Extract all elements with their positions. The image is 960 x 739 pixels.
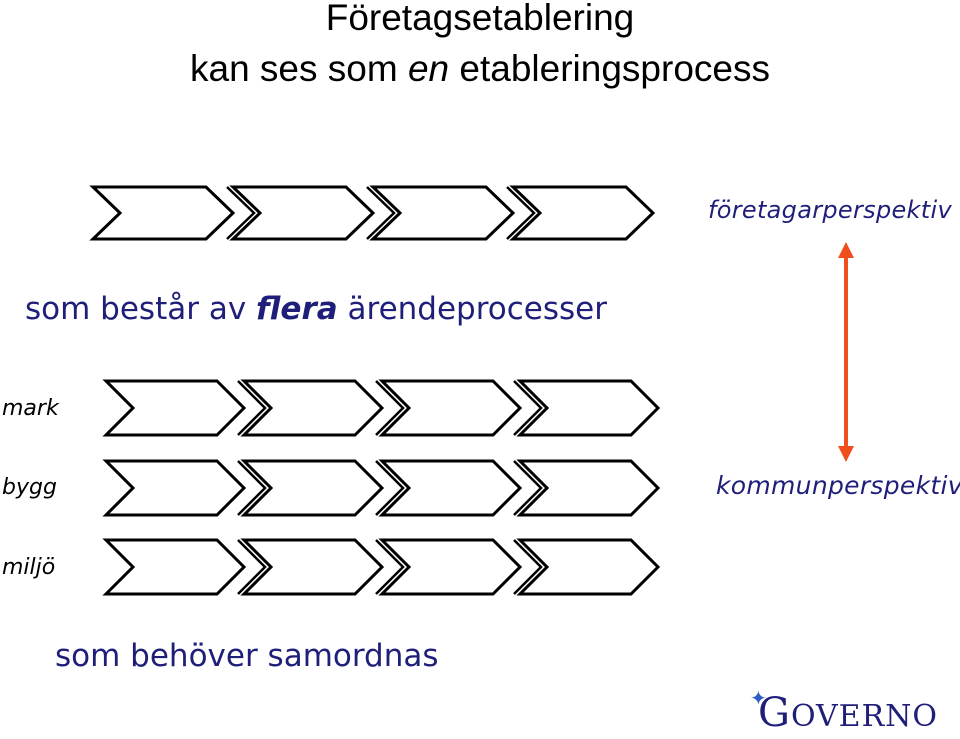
chevron-row-1 — [89, 185, 656, 241]
multiple-processes-text: som består av flera ärendeprocesser — [25, 291, 607, 327]
chevron-junction-line — [513, 380, 543, 436]
perspective-arrow-head-down — [838, 446, 854, 462]
chevron-junction-line — [375, 539, 405, 595]
row-label-mark: mark — [2, 396, 59, 421]
title-line2-after: etableringsprocess — [449, 48, 770, 89]
logo-star-icon: ✦ — [750, 686, 767, 710]
process-step-chevron — [369, 185, 516, 241]
logo-rest: OVERNO — [790, 699, 939, 734]
chevron-junction-line — [375, 460, 405, 516]
chevron-junction-line — [513, 460, 543, 516]
process-step-chevron — [229, 185, 376, 241]
row-label-bygg: bygg — [2, 475, 57, 500]
process-step-chevron — [509, 185, 656, 241]
title-line2-before: kan ses som — [190, 48, 408, 89]
perspective-arrow-head-up — [838, 242, 854, 258]
process-step-chevron — [516, 379, 661, 437]
chevron-junction-line — [237, 539, 267, 595]
process-step-chevron — [102, 459, 247, 517]
chevron-rows — [89, 185, 661, 596]
diagram-title-line1: Företagsetablering — [325, 0, 635, 38]
logo-first-letter: G — [758, 690, 791, 736]
company-perspective-label: företagarperspektiv — [708, 196, 952, 224]
middle-text-after: ärendeprocesser — [337, 291, 607, 327]
process-step-chevron — [102, 379, 247, 437]
municipality-perspective-label: kommunperspektiv — [716, 471, 960, 500]
chevron-row-3 — [102, 459, 661, 517]
chevron-row-2 — [102, 379, 661, 437]
process-step-chevron — [89, 185, 236, 241]
coordination-text: som behöver samordnas — [55, 638, 439, 674]
process-step-chevron — [240, 538, 385, 596]
chevron-junction-line — [226, 186, 256, 240]
diagram-title-line2: kan ses som en etableringsprocess — [0, 48, 960, 90]
process-step-chevron — [240, 379, 385, 437]
chevron-row-4 — [102, 538, 661, 596]
chevron-junction-line — [366, 186, 396, 240]
chevron-junction-line — [513, 539, 543, 595]
title-line2-emphasis: en — [407, 48, 450, 89]
process-step-chevron — [516, 459, 661, 517]
process-step-chevron — [516, 538, 661, 596]
process-step-chevron — [240, 459, 385, 517]
perspective-arrow — [838, 242, 854, 462]
chevron-junction-line — [506, 186, 536, 240]
chevron-junction-line — [237, 460, 267, 516]
process-step-chevron — [378, 538, 523, 596]
process-step-chevron — [378, 379, 523, 437]
process-step-chevron — [102, 538, 247, 596]
chevron-junction-line — [375, 380, 405, 436]
process-step-chevron — [378, 459, 523, 517]
logo-wordmark: GOVERNO — [758, 690, 938, 736]
row-label-miljo: miljö — [2, 555, 56, 580]
middle-text-emphasis: flera — [256, 291, 338, 327]
chevron-junction-line — [237, 380, 267, 436]
middle-text-before: som består av — [25, 291, 257, 327]
